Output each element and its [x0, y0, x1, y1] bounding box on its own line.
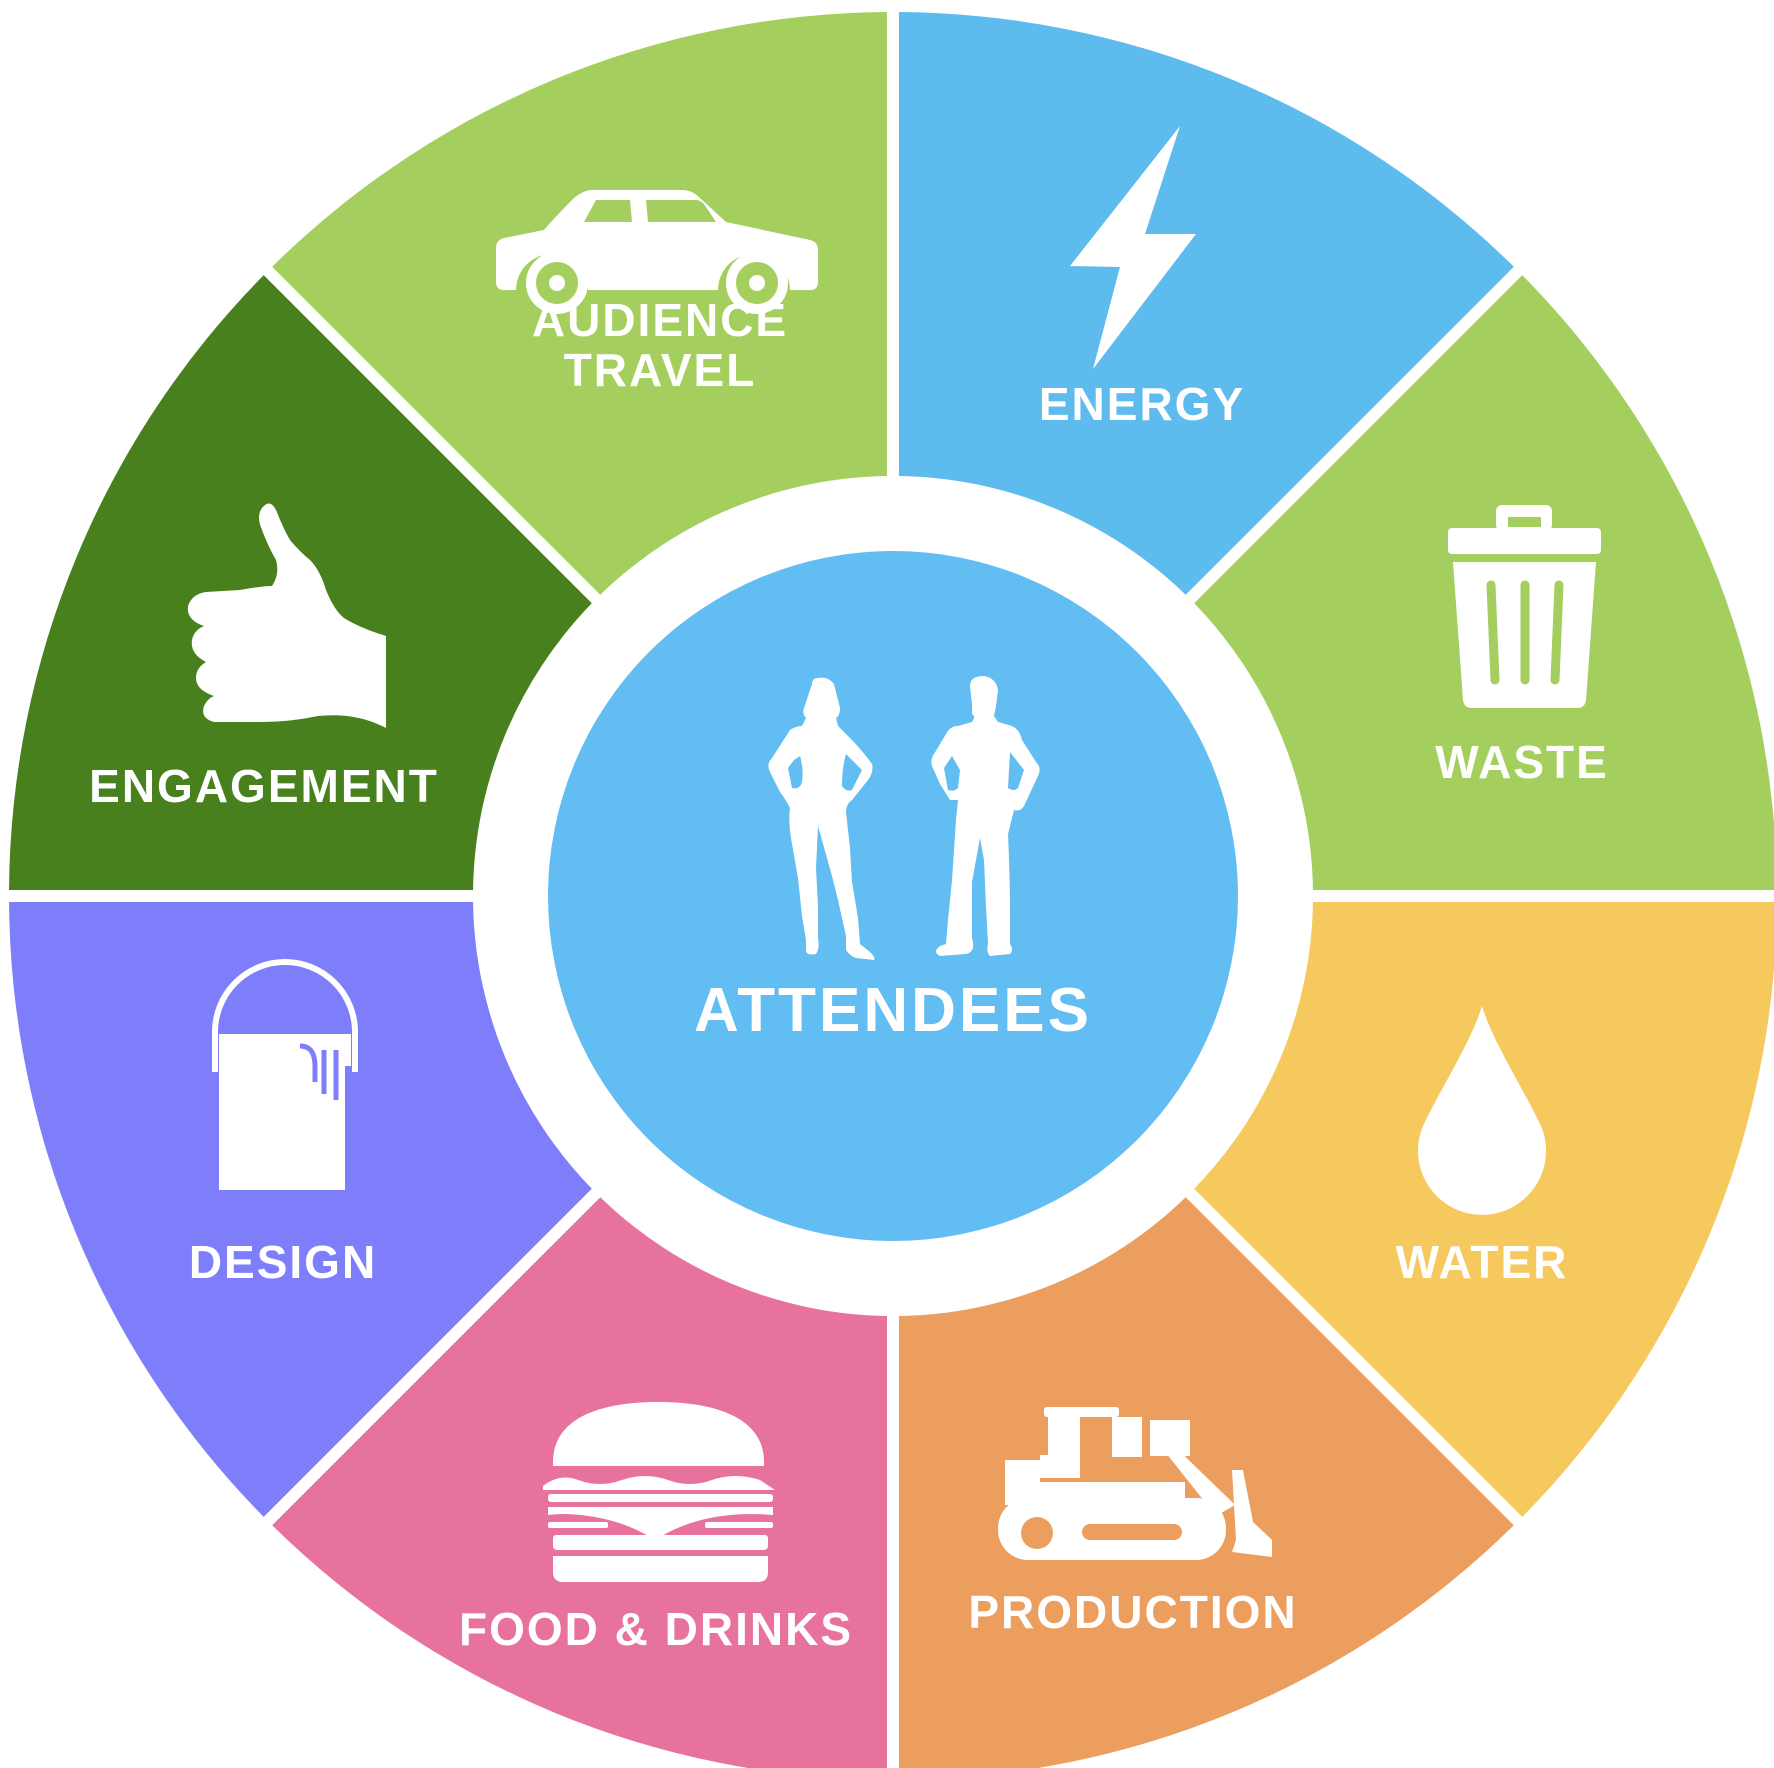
- segment-label-food-drinks: FOOD & DRINKS: [459, 1603, 853, 1655]
- labels-layer: ENERGY WASTE WATER PRODUCTION FOOD & DRINKS D…: [89, 294, 1609, 1655]
- center-circle: [548, 551, 1238, 1241]
- segment-label-line: WASTE: [1435, 736, 1609, 788]
- segment-label-design: DESIGN: [189, 1236, 377, 1288]
- segment-label-production: PRODUCTION: [968, 1586, 1297, 1638]
- thumbs-up-icon: [187, 503, 386, 728]
- segment-label-line: TRAVEL: [564, 344, 757, 396]
- segment-label-line: FOOD & DRINKS: [459, 1603, 853, 1655]
- segment-energy: [899, 12, 1514, 595]
- segment-label-line: DESIGN: [189, 1236, 377, 1288]
- people-icon: [768, 676, 1040, 960]
- icons-layer: [187, 126, 1601, 1582]
- paint-bucket-icon: [212, 959, 358, 1190]
- segment-label-energy: ENERGY: [1039, 378, 1245, 430]
- segment-label-water: WATER: [1396, 1236, 1569, 1288]
- center-label: ATTENDEES: [694, 976, 1092, 1045]
- segment-label-line: ENERGY: [1039, 378, 1245, 430]
- water-drop-icon: [1417, 1006, 1546, 1215]
- segment-label-line: AUDIENCE: [532, 294, 788, 346]
- lightning-icon: [1070, 126, 1196, 369]
- segment-label-waste: WASTE: [1435, 736, 1609, 788]
- burger-icon: [543, 1402, 775, 1582]
- car-icon: [496, 190, 818, 314]
- bulldozer-icon: [998, 1407, 1272, 1560]
- segment-label-line: ENGAGEMENT: [89, 760, 439, 812]
- segment-label-engagement: ENGAGEMENT: [89, 760, 439, 812]
- segment-label-line: PRODUCTION: [968, 1586, 1297, 1638]
- segment-label-line: WATER: [1396, 1236, 1569, 1288]
- trash-can-icon: [1448, 505, 1601, 708]
- segment-design: [9, 902, 592, 1517]
